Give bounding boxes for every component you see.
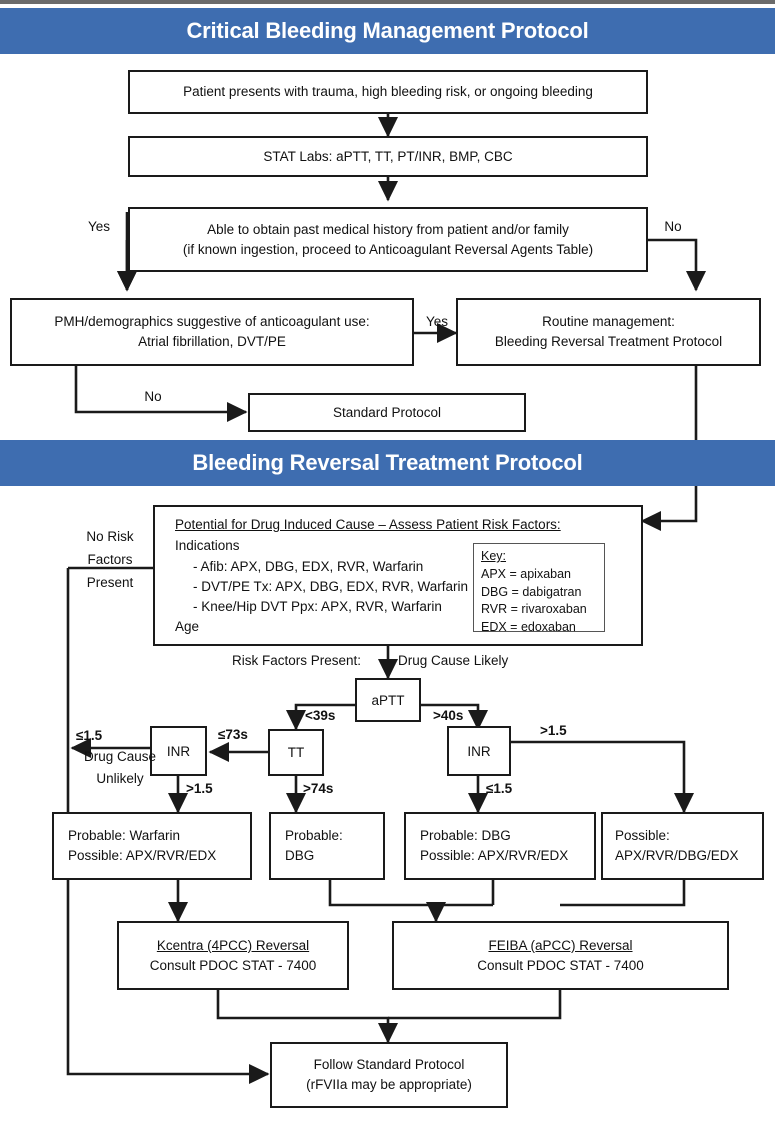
node-aptt-label: aPTT xyxy=(371,692,405,708)
pmh-line-1: PMH/demographics suggestive of anticoagu… xyxy=(54,314,370,330)
indication-item: - Knee/Hip DVT Ppx: APX, RVR, Warfarin xyxy=(193,599,442,614)
label-risk-present-left: Risk Factors Present: xyxy=(232,653,362,668)
patient-presentation-text: Patient presents with trauma, high bleed… xyxy=(183,84,593,100)
age-label: Age xyxy=(175,619,200,635)
node-inr-right-label: INR xyxy=(467,743,491,759)
banner-critical-bleeding: Critical Bleeding Management Protocol xyxy=(0,8,775,54)
banner-title-middle: Bleeding Reversal Treatment Protocol xyxy=(192,450,583,475)
box-outcome-dbg-probable: Probable: DBG xyxy=(269,812,385,880)
top-rule xyxy=(0,0,775,4)
edge-label-tt-high: >74s xyxy=(303,781,334,796)
label-pmh-no: No xyxy=(144,389,162,404)
edge-label-aptt-low: <39s xyxy=(305,708,336,723)
final-line-2: (rFVIIa may be appropriate) xyxy=(306,1077,472,1092)
indication-item: - Afib: APX, DBG, EDX, RVR, Warfarin xyxy=(193,558,424,574)
risk-header: Potential for Drug Induced Cause – Asses… xyxy=(175,517,561,532)
outcome-line-2: APX/RVR/DBG/EDX xyxy=(615,848,739,863)
box-outcome-dbg-possible-apx: Probable: DBG Possible: APX/RVR/EDX xyxy=(404,812,596,880)
outcome-line-2: Possible: APX/RVR/EDX xyxy=(420,848,569,863)
label-no-risk-factors-1: No Risk xyxy=(86,529,134,544)
routine-line-2: Bleeding Reversal Treatment Protocol xyxy=(494,334,723,349)
edge-label-inr-right-high: >1.5 xyxy=(540,723,567,738)
box-follow-standard-protocol: Follow Standard Protocol (rFVIIa may be … xyxy=(270,1042,508,1108)
label-risk-present-right: Drug Cause Likely xyxy=(398,653,509,668)
indications-label: Indications xyxy=(175,538,240,554)
box-pmh-demographics: PMH/demographics suggestive of anticoagu… xyxy=(10,298,414,366)
label-no-risk-factors-3: Present xyxy=(86,575,134,590)
box-kcentra-reversal: Kcentra (4PCC) Reversal Consult PDOC STA… xyxy=(117,921,349,990)
edge-label-inr-right-low: ≤1.5 xyxy=(486,781,513,796)
feiba-detail: Consult PDOC STAT - 7400 xyxy=(477,957,644,973)
key-entry: APX = apixaban xyxy=(481,566,571,581)
box-stat-labs: STAT Labs: aPTT, TT, PT/INR, BMP, CBC xyxy=(128,136,648,177)
outcome-line-1: Probable: xyxy=(285,828,343,844)
stat-labs-text: STAT Labs: aPTT, TT, PT/INR, BMP, CBC xyxy=(263,148,513,164)
history-line-2: (if known ingestion, proceed to Anticoag… xyxy=(182,241,594,257)
edge-label-tt-low: ≤73s xyxy=(218,727,248,742)
standard-protocol-text: Standard Protocol xyxy=(332,404,442,420)
outcome-line-2: DBG xyxy=(285,848,315,863)
outcome-line-1: Probable: DBG xyxy=(420,828,511,844)
history-line-1: Able to obtain past medical history from… xyxy=(207,221,569,237)
node-tt-label: TT xyxy=(287,745,305,760)
banner-title-top: Critical Bleeding Management Protocol xyxy=(186,18,589,43)
pmh-line-2: Atrial fibrillation, DVT/PE xyxy=(138,334,286,349)
label-drug-cause-unlikely-1: Drug Cause xyxy=(83,749,157,764)
box-feiba-reversal: FEIBA (aPCC) Reversal Consult PDOC STAT … xyxy=(392,921,729,990)
node-inr-left-label: INR xyxy=(166,743,191,759)
kcentra-detail: Consult PDOC STAT - 7400 xyxy=(149,957,317,973)
feiba-title: FEIBA (aPCC) Reversal xyxy=(488,937,633,953)
label-no-risk-factors-2: Factors xyxy=(87,552,133,567)
outcome-line-1: Probable: Warfarin xyxy=(68,828,181,844)
node-inr-right: INR xyxy=(447,726,511,776)
box-drug-key-legend: Key: APX = apixaban DBG = dabigatran RVR… xyxy=(473,543,605,634)
node-inr-left: INR xyxy=(150,726,207,776)
box-patient-presentation: Patient presents with trauma, high bleed… xyxy=(128,70,648,114)
node-tt: TT xyxy=(268,729,324,776)
outcome-line-2: Possible: APX/RVR/EDX xyxy=(68,848,217,863)
box-history-available: Able to obtain past medical history from… xyxy=(128,207,648,272)
banner-bleeding-reversal: Bleeding Reversal Treatment Protocol xyxy=(0,440,775,486)
final-line-1: Follow Standard Protocol xyxy=(313,1057,465,1073)
edge-label-inr-left-high: >1.5 xyxy=(186,781,213,796)
edge-label-aptt-high: >40s xyxy=(433,708,464,723)
node-aptt: aPTT xyxy=(355,678,421,722)
box-routine-management: Routine management: Bleeding Reversal Tr… xyxy=(456,298,761,366)
outcome-line-1: Possible: xyxy=(615,828,670,844)
key-entry: RVR = rivaroxaban xyxy=(481,602,587,617)
key-entry: EDX = edoxaban xyxy=(481,620,576,634)
box-outcome-warfarin: Probable: Warfarin Possible: APX/RVR/EDX xyxy=(52,812,252,880)
label-history-no: No xyxy=(664,219,682,234)
routine-line-1: Routine management: xyxy=(542,314,675,330)
key-title: Key: xyxy=(481,549,507,563)
indication-item: - DVT/PE Tx: APX, DBG, EDX, RVR, Warfari… xyxy=(193,578,469,594)
key-entry: DBG = dabigatran xyxy=(481,584,582,599)
edge-label-inr-left-low: ≤1.5 xyxy=(76,728,103,743)
box-standard-protocol: Standard Protocol xyxy=(248,393,526,432)
box-outcome-possible-all: Possible: APX/RVR/DBG/EDX xyxy=(601,812,764,880)
label-history-yes: Yes xyxy=(87,219,111,234)
kcentra-title: Kcentra (4PCC) Reversal xyxy=(156,937,310,953)
label-drug-cause-unlikely-2: Unlikely xyxy=(96,771,144,786)
label-pmh-yes: Yes xyxy=(425,314,449,329)
